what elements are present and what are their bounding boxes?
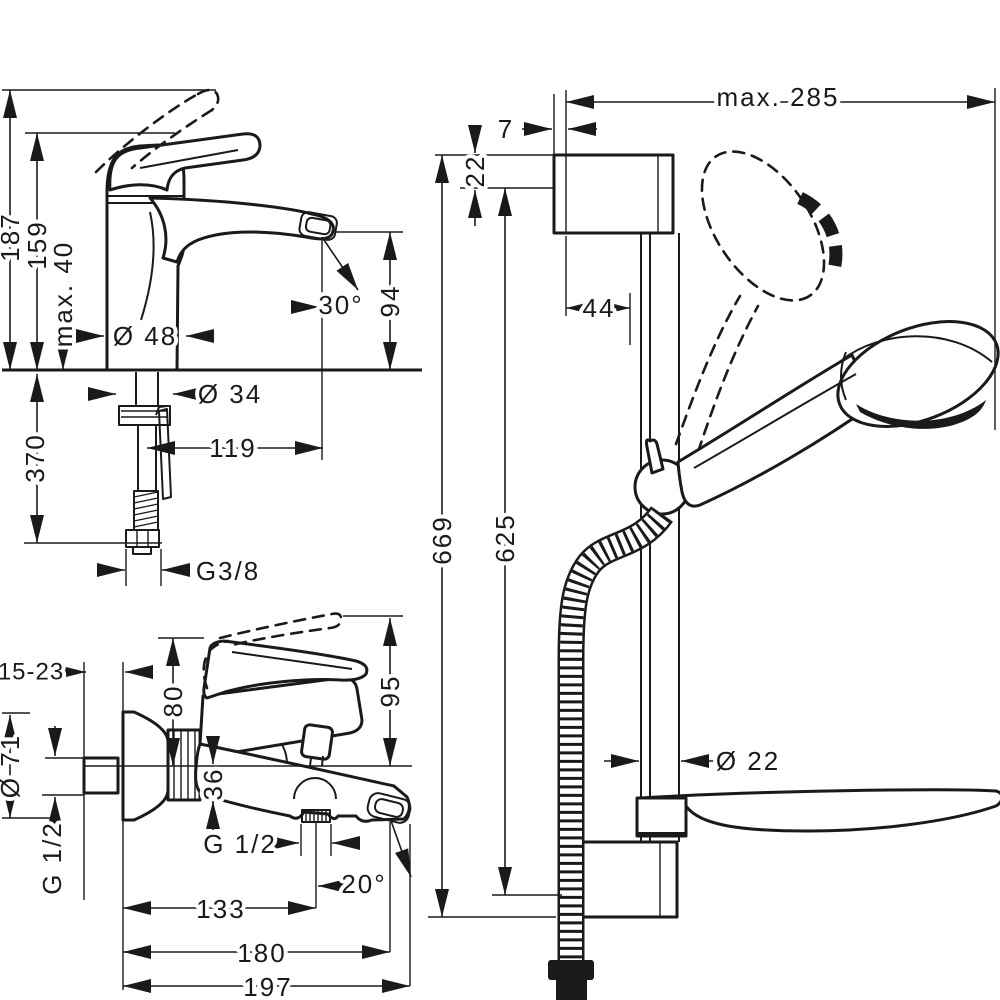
dim-basin-deck-max: max. 40 (48, 241, 78, 348)
dim-bath-outlet-reach: 133 (196, 894, 245, 924)
dim-bath-spout-angle: 20° (341, 869, 386, 899)
shower-bottom-bracket (581, 840, 679, 919)
dim-basin-spout-reach: 119 (209, 433, 256, 463)
handshower-raised-dashed (674, 150, 843, 454)
bath-handle (202, 639, 369, 700)
basin-handle-raised-dashed (94, 88, 220, 174)
shower-dimensions: max. 285 7 22 44 669 625 Ø 22 (423, 78, 996, 918)
holder-clip (644, 438, 665, 475)
bath-wall-nipple (82, 756, 120, 795)
basin-mixer-drawing (94, 88, 338, 555)
dim-basin-open-height: 159 (22, 220, 52, 269)
shower-set-drawing (548, 150, 1000, 1000)
dim-basin-spray-angle: 30° (318, 290, 363, 320)
dim-shower-total-length: 669 (427, 515, 457, 564)
dim-shower-wall-offset: 7 (498, 114, 514, 144)
hose-connector (548, 960, 594, 980)
shower-dish-holder (635, 796, 688, 838)
dim-bath-escutcheon-diameter: Ø 71 (0, 734, 25, 798)
shower-top-bracket (552, 153, 675, 235)
dim-bath-handle-tip-height: 95 (375, 675, 405, 708)
basin-braided-hose-hatch (133, 491, 159, 528)
basin-dimensions: 187 159 max. 40 Ø 48 Ø 34 119 370 G3/8 9… (0, 89, 422, 590)
bath-handle-raised-dashed (202, 612, 343, 690)
bath-aerator (366, 792, 412, 824)
shower-soap-dish (638, 788, 1000, 833)
dim-shower-bracket-top: 22 (460, 155, 490, 188)
dim-shower-bar-diameter: Ø 22 (716, 746, 780, 776)
dim-bath-wall-thread: G 1/2 (37, 821, 67, 895)
bath-dimensions: 15-23 Ø 71 G 1/2 80 95 36 G 1/2 20° 133 … (0, 615, 412, 1000)
dim-shower-max-reach: max. 285 (717, 82, 840, 112)
dim-basin-base-diameter: Ø 48 (113, 321, 177, 351)
handshower-spray-face (856, 400, 986, 429)
basin-drain-assembly (118, 372, 172, 555)
dim-bath-spout-drop: 36 (198, 768, 228, 801)
dim-bath-wall-depth: 15-23 (0, 659, 64, 686)
shower-hose (548, 505, 674, 1000)
dim-bath-total-reach: 197 (243, 972, 292, 1000)
dim-bath-handle-height: 80 (158, 685, 188, 718)
dim-basin-drain-diameter: Ø 34 (198, 379, 262, 409)
dim-bath-outlet-thread: G 1/2 (203, 829, 277, 859)
dim-basin-hose-length: 370 (20, 433, 50, 482)
dim-basin-total-height: 187 (0, 212, 25, 261)
bath-mixer-drawing (82, 612, 412, 824)
dim-basin-spout-height: 94 (375, 285, 405, 318)
dim-shower-bracket-depth: 44 (583, 293, 616, 323)
dim-bath-spout-reach: 180 (237, 938, 286, 968)
basin-handle (108, 132, 262, 192)
basin-aerator (298, 211, 338, 241)
bath-diverter-knob (300, 723, 334, 761)
dim-shower-bar-length: 625 (490, 513, 520, 562)
dim-basin-thread: G3/8 (196, 556, 260, 586)
handshower (644, 320, 1000, 508)
handshower-head (836, 320, 1000, 428)
